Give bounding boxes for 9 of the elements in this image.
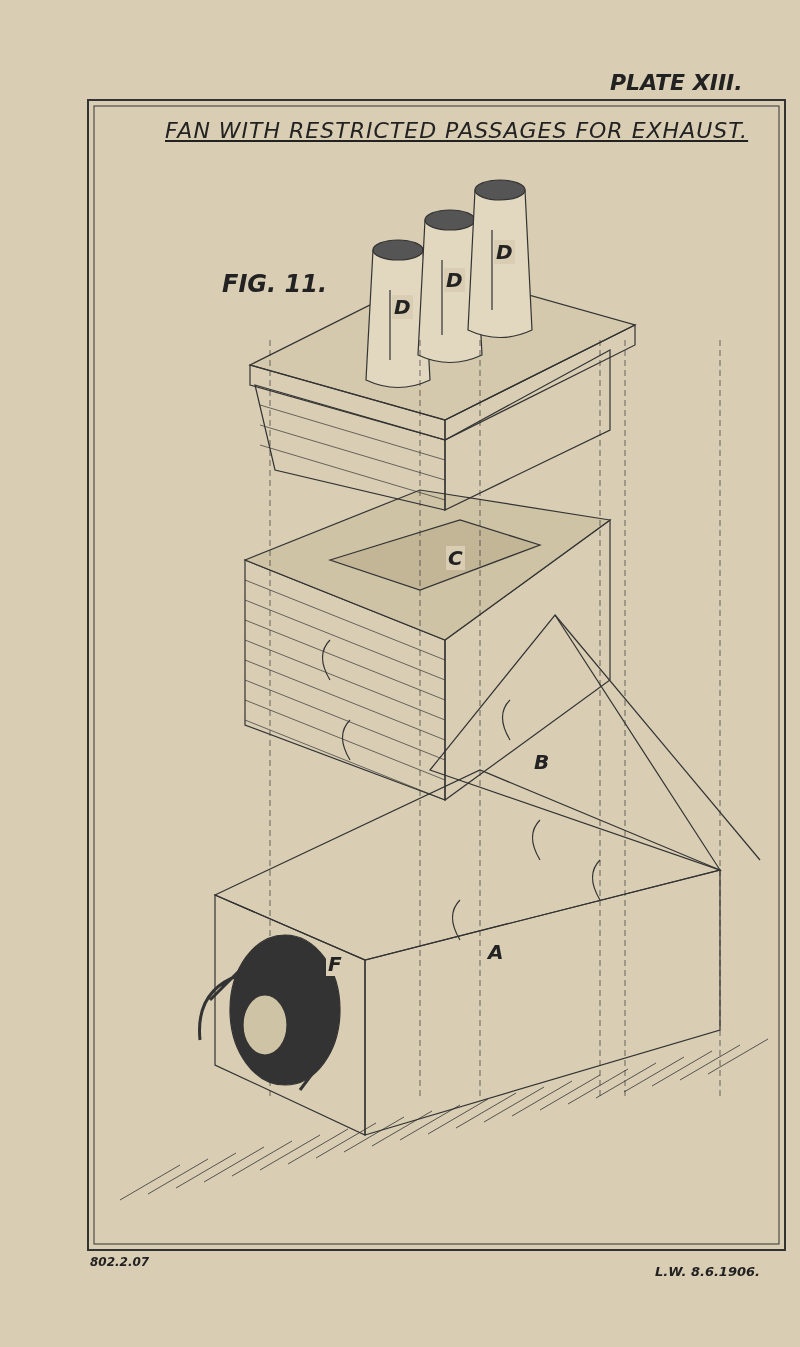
part-letter: D (494, 240, 515, 264)
reference-number: 802.2.07 (90, 1255, 150, 1269)
plate-title: FAN WITH RESTRICTED PASSAGES FOR EXHAUST. (165, 118, 749, 143)
signature-date: L.W. 8.6.1906. (655, 1264, 760, 1279)
part-letter: D (392, 295, 413, 319)
plate-number: PLATE XIII. (610, 70, 743, 95)
figure-number: FIG. 11. (222, 270, 327, 298)
part-letter: D (444, 268, 465, 292)
part-letter: C (446, 546, 465, 570)
